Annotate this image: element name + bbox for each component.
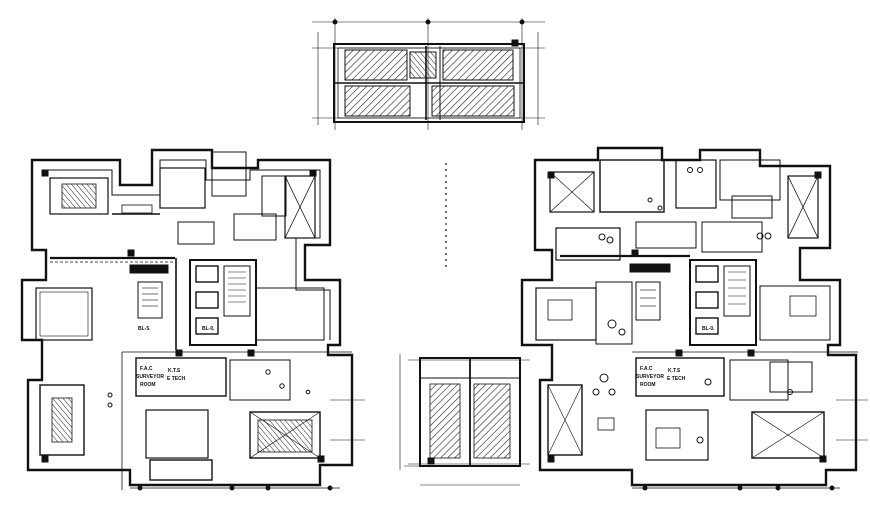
right-floor-plan (520, 146, 868, 491)
label-left-fac: F.A.C (140, 366, 153, 372)
left-floor-plan (20, 148, 365, 491)
bottom-section-elevation (399, 354, 530, 486)
label-right-surveyor: SURVEYOR (636, 374, 664, 380)
top-section-elevation (312, 18, 545, 130)
label-left-surveyor: SURVEYOR (136, 374, 164, 380)
label-left-kts-tech: K.T.S (168, 368, 181, 374)
label-right-kts-tech: K.T.S (668, 368, 681, 374)
label-right-bath: BL-0. (702, 326, 715, 332)
label-right-fac: F.A.C (640, 366, 653, 372)
label-right-room: ROOM (640, 382, 656, 388)
label-left-room: ROOM (140, 382, 156, 388)
label-left-bath: BL-0. (202, 326, 215, 332)
label-right-tech-sub: E TECH (667, 376, 686, 382)
label-left-electrical: BL-5. (138, 326, 151, 332)
label-left-tech-sub: E TECH (167, 376, 186, 382)
